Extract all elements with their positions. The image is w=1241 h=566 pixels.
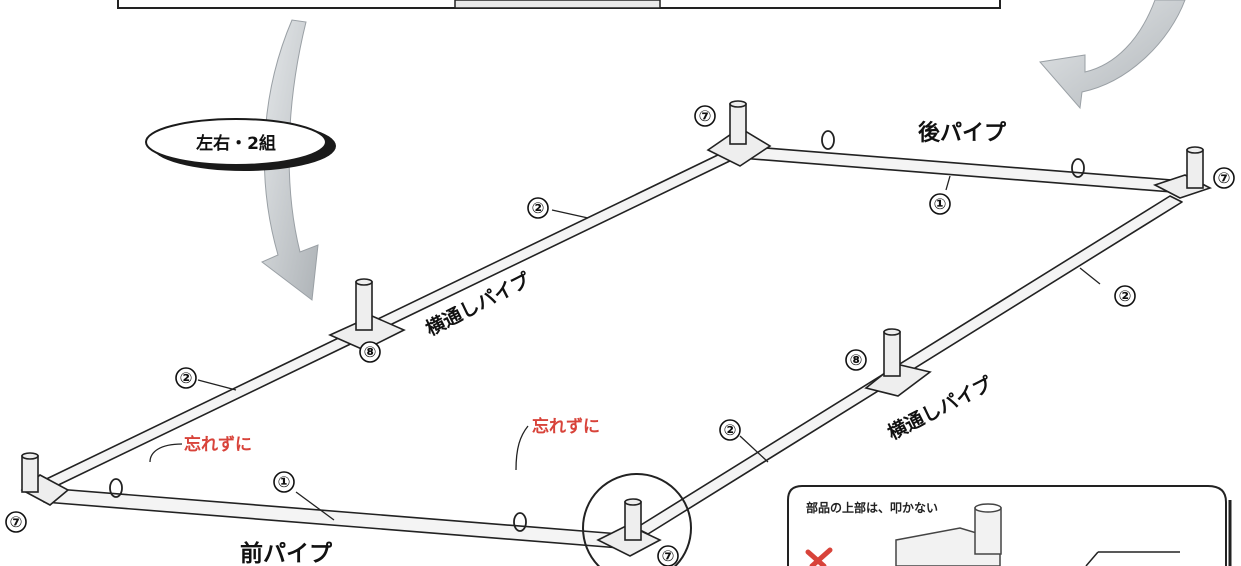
joint-7-front-right — [596, 498, 662, 557]
num-2-left-upper: ② — [532, 199, 545, 217]
num-2-left-lower: ② — [180, 369, 193, 387]
num-7-front-right: ⑦ — [662, 547, 675, 565]
label-dont-forget-1: 忘れずに — [184, 434, 252, 455]
joint-8-right — [864, 328, 932, 397]
left-side-pipe — [35, 151, 737, 491]
joint-8-left — [328, 278, 406, 351]
leader-lines — [149, 175, 1101, 521]
joint-7-back-left — [706, 100, 772, 167]
num-1-front: ① — [278, 473, 291, 491]
badge-left-right-2sets — [145, 118, 336, 171]
joint-7-back-right — [1152, 146, 1213, 199]
joint-7-front-left — [20, 452, 70, 506]
label-dont-forget-2: 忘れずに — [532, 416, 600, 437]
label-back-pipe: 後パイプ — [918, 120, 1007, 146]
num-7-back-left: ⑦ — [699, 107, 712, 125]
top-banner-fragment — [117, 0, 1001, 9]
right-side-pipe — [635, 195, 1183, 535]
num-8-left: ⑧ — [364, 343, 377, 361]
rings — [109, 130, 1085, 532]
highlight-circle — [582, 473, 692, 566]
num-7-back-right: ⑦ — [1218, 169, 1231, 187]
label-front-pipe: 前パイプ — [240, 540, 333, 566]
num-2-right-upper: ② — [1119, 287, 1132, 305]
badge-text: 左右・2組 — [196, 133, 276, 154]
inset-title: 部品の上部は、叩かない — [806, 500, 938, 515]
num-7-front-left: ⑦ — [10, 513, 23, 531]
inset-box — [787, 485, 1232, 566]
num-2-right-lower: ② — [724, 421, 737, 439]
back-pipe — [739, 145, 1173, 193]
curved-arrow-left — [261, 19, 319, 301]
curved-arrow-right — [1039, 0, 1186, 110]
num-8-right: ⑧ — [850, 351, 863, 369]
num-1-back: ① — [934, 195, 947, 213]
